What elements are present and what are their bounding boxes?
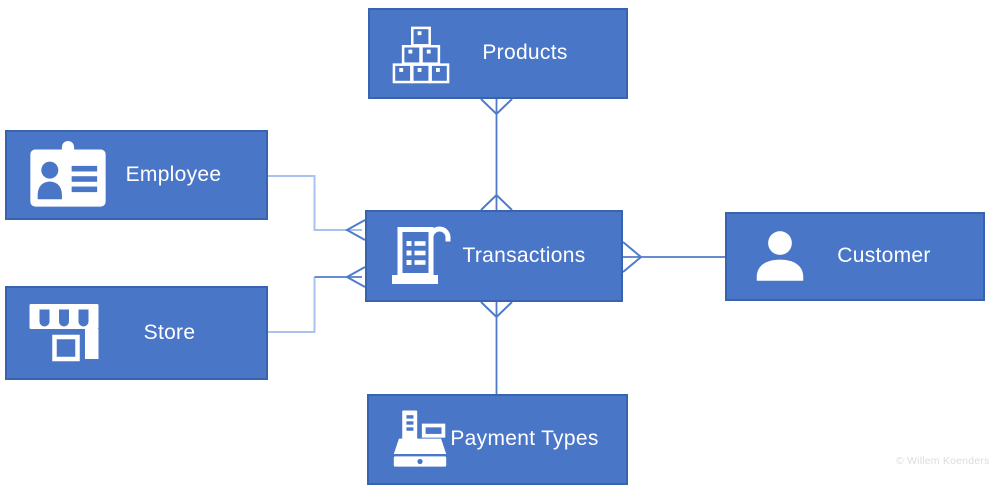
id-badge-icon [29,141,107,209]
edge-employee-transactions [268,175,362,231]
arrowhead-above-transactions-icon [480,193,513,211]
node-customer[interactable]: Customer [725,212,985,301]
arrowhead-right-of-transactions-icon [622,241,643,273]
product-boxes-icon [392,24,450,84]
node-products[interactable]: Products [368,8,628,99]
node-label: Transactions [462,243,586,267]
person-icon [749,226,811,288]
node-label: Customer [837,244,931,268]
node-transactions[interactable]: Transactions [365,210,623,302]
node-store[interactable]: Store [5,286,268,380]
arrowhead-left-of-transactions-upper-icon [344,219,366,241]
node-label: Products [482,41,568,65]
cash-register-icon [391,409,449,471]
receipt-icon [389,225,453,287]
edge-store-transactions [268,277,316,333]
node-label: Payment Types [450,427,599,451]
node-employee[interactable]: Employee [5,130,268,220]
arrowhead-below-products-icon [480,98,513,116]
node-payment-types[interactable]: Payment Types [367,394,628,485]
arrowhead-left-of-transactions-lower-icon [344,266,366,288]
storefront-icon [29,303,99,363]
node-label: Store [143,320,196,344]
watermark-credit: © Willem Koenders [896,455,990,467]
arrowhead-below-transactions-icon [480,301,513,319]
node-label: Employee [125,162,222,186]
